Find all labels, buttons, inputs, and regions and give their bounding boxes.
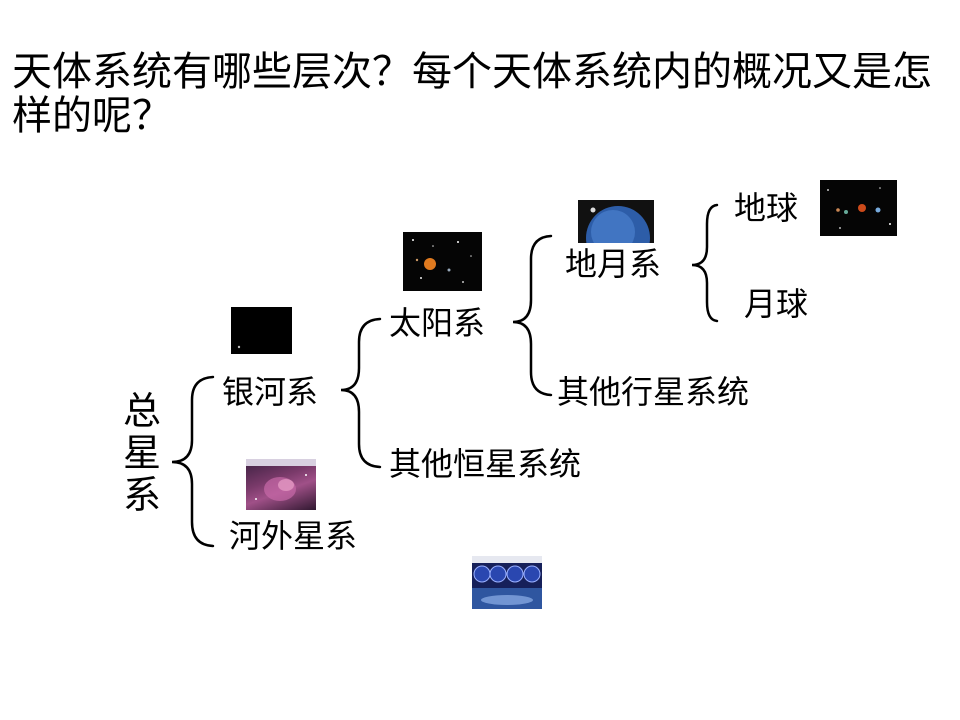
earth-moon-image [578,188,654,243]
total-galaxy-label: 总星系 [122,389,161,517]
milky-way-image [231,307,292,354]
bracket-root [171,375,215,548]
bracket-solar-system [512,234,553,397]
earth-image [820,180,897,236]
other-stellar-systems-label: 其他恒星系统 [389,445,582,483]
earth-moon-label: 地月系 [565,245,662,283]
bracket-earth-moon [691,203,719,323]
solar-system-label: 太阳系 [389,304,486,342]
extragalactic-image [246,459,316,510]
bracket-milky-way [340,317,382,469]
other-planetary-systems-label: 其他行星系统 [557,373,750,411]
moon-label: 月球 [744,285,809,323]
milky-way-label: 银河系 [222,373,319,411]
solar-system-image [403,232,482,291]
extragalactic-label: 河外星系 [229,517,358,555]
earth-label: 地球 [734,189,799,227]
galaxy-survey-image [472,556,542,609]
page-title: 天体系统有哪些层次？每个天体系统内的概况又是怎样的呢？ [12,49,932,139]
